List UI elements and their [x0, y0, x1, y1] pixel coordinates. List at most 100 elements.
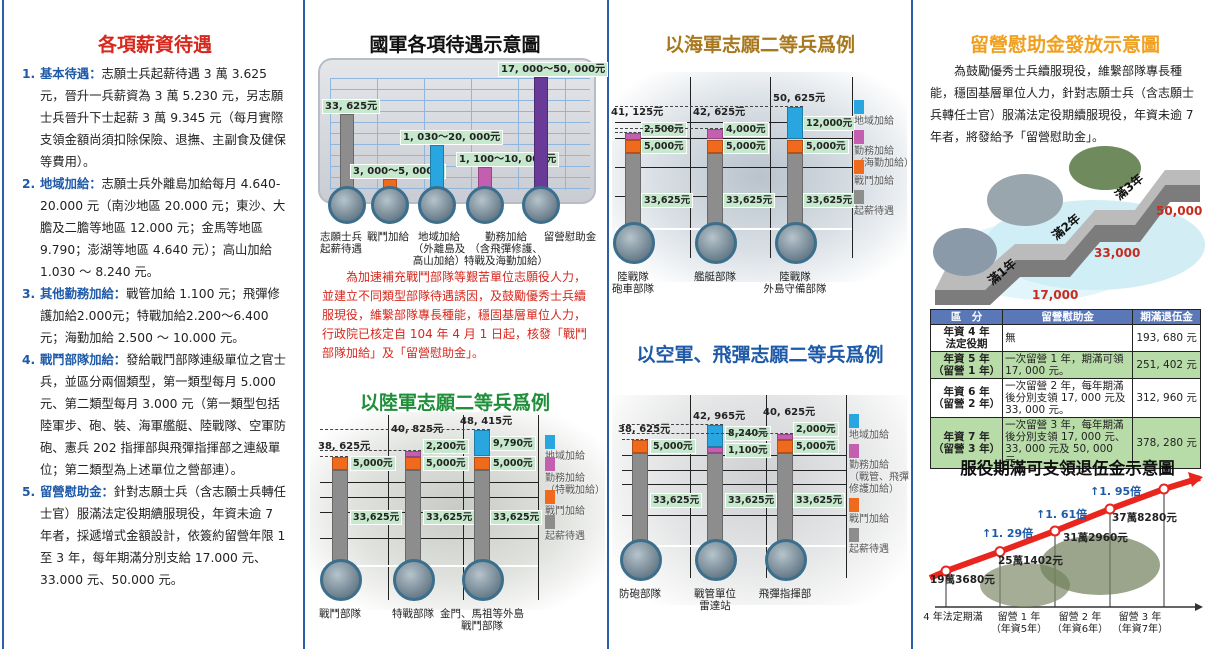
- item-body: 地域加給：志願士兵外離島加給每月 4.640-20.000 元（南沙地區 20.…: [40, 173, 286, 283]
- multiplier-label: ↑1. 29倍: [982, 527, 1034, 540]
- total-dashed-line: [615, 106, 803, 108]
- legend-label: 起薪待遇: [849, 544, 889, 555]
- grid-line: [377, 78, 378, 190]
- table-cell: 一次留營 3 年，每年期滿後分別支領 17, 000 元、33, 000 元及 …: [1002, 417, 1134, 469]
- legend-swatch-combat: [854, 160, 864, 174]
- item-heading: 其他勤務加給：: [40, 287, 127, 301]
- item-heading: 留營慰助金：: [40, 485, 114, 499]
- legend-swatch-combat: [849, 498, 859, 512]
- multiplier-label: ↑1. 61倍: [1036, 508, 1088, 521]
- item-text: 針對志願士兵（含志願士兵轉任士官）服滿法定役期續服現役，年資未逾 7 年者，採遞…: [40, 485, 286, 587]
- salary-item: 3.其他勤務加給：戰管加給 1.100 元；飛彈修護加給2.000元；特戰加給2…: [22, 283, 286, 349]
- data-point: [1104, 503, 1116, 515]
- salary-item: 2. 地域加給：志願士兵外離島加給每月 4.640-20.000 元（南沙地區 2…: [22, 173, 286, 283]
- salary-item: 5.留營慰助金：針對志願士兵（含志願士兵轉任士官）服滿法定役期續服現役，年資未逾…: [22, 481, 286, 591]
- legend-label: 地域加給: [849, 430, 889, 441]
- segment-value-label: 2,000元: [793, 422, 839, 438]
- legend-label: 戰鬥加給: [854, 176, 894, 187]
- bar-value-label: 3, 000～5, 000元: [350, 163, 447, 179]
- divider: [911, 0, 913, 649]
- legend-label: 地域加給: [854, 116, 894, 127]
- data-value-label: 37萬8280元: [1112, 512, 1177, 524]
- grid-line: [330, 188, 590, 189]
- legend-label: 起薪待遇: [854, 206, 894, 217]
- data-value-label: 19萬3680元: [930, 574, 995, 586]
- legend-swatch-base: [849, 528, 859, 542]
- item-number: 2.: [22, 177, 36, 191]
- grid-line: [320, 497, 538, 498]
- total-label: 41, 125元: [611, 107, 664, 119]
- total-label: 38, 625元: [318, 441, 371, 453]
- category-label: 志願士兵 起薪待遇: [320, 231, 362, 255]
- unit-label: 陸戰隊 砲車部隊: [612, 271, 654, 295]
- bar-segment-duty: [707, 447, 723, 453]
- item-number: 1.: [22, 67, 36, 81]
- soldiers-photo: [1040, 535, 1160, 595]
- total-label: 42, 965元: [693, 410, 746, 422]
- segment-value-label: 1,100元: [725, 443, 771, 458]
- grid-line: [330, 177, 590, 178]
- total-dashed-line: [622, 432, 793, 434]
- segment-value-label: 5,000元: [423, 456, 469, 472]
- grid-line: [615, 167, 852, 168]
- salary-title: 各項薪資待遇: [97, 34, 212, 56]
- grid-line: [330, 78, 590, 79]
- legend-swatch-region: [854, 100, 864, 114]
- item-heading: 基本待遇：: [40, 67, 102, 81]
- segment-value-label: 5,000元: [803, 139, 849, 155]
- item-body: 留營慰助金：針對志願士兵（含志願士兵轉任士官）服滿法定役期續服現役，年資未逾 7…: [40, 481, 286, 591]
- grid-line: [622, 470, 846, 471]
- bar-segment-region: [707, 424, 723, 447]
- legend-label: 勤務加給 （戰管、飛彈 修護加給）: [849, 460, 909, 495]
- unit-photo-icon: [620, 539, 662, 581]
- grid-line: [622, 484, 846, 485]
- item-body: 基本待遇：志願士兵起薪待遇 3 萬 3.625 元，晉升一兵薪資為 3 萬 5.…: [40, 63, 286, 173]
- unit-label: 飛彈指揮部: [758, 588, 812, 600]
- table-cell: 年資 4 年 法定役期: [929, 324, 1004, 352]
- segment-value-label: 5,000元: [650, 439, 696, 455]
- legend-swatch-combat: [545, 490, 555, 504]
- table-row: 年資 5 年 （留營 1 年）一次留營 1 年，期滿可領 17, 000 元。2…: [929, 351, 1202, 379]
- data-point: [1049, 525, 1061, 537]
- legend-swatch-duty: [849, 444, 859, 458]
- table-row: 年資 7 年 （留營 3 年）一次留營 3 年，每年期滿後分別支領 17, 00…: [929, 417, 1202, 469]
- legend-label: 勤務加給 （特戰加給）: [545, 473, 605, 496]
- table-cell: 年資 5 年 （留營 1 年）: [929, 351, 1004, 379]
- unit-label: 戰管單位 雷達站: [694, 588, 736, 612]
- segment-value-label: 2,500元: [641, 122, 687, 138]
- category-photo-icon: [371, 186, 409, 224]
- total-dashed-line: [622, 423, 723, 425]
- table-header: 期滿退伍金: [1132, 309, 1202, 325]
- grid-line: [538, 415, 539, 600]
- unit-photo-icon: [613, 222, 655, 264]
- bar-value-label: 17, 000～50, 000元: [498, 62, 609, 77]
- bar-segment-duty: [777, 433, 793, 440]
- unit-photo-icon: [765, 539, 807, 581]
- grid-line: [846, 395, 847, 578]
- total-dashed-line: [320, 455, 348, 457]
- table-cell: 無: [1002, 324, 1134, 352]
- legend-label: 地域加給: [545, 451, 585, 462]
- table-cell: 251, 402 元: [1132, 351, 1202, 379]
- retention-stairs-illustration: [933, 146, 1205, 305]
- bar-segment-region: [787, 107, 803, 140]
- divider: [303, 0, 305, 649]
- overview-title: 國軍各項待遇示意圖: [369, 34, 541, 56]
- data-point: [940, 565, 952, 577]
- grid-line: [330, 78, 331, 190]
- unit-label: 特戰部隊: [392, 608, 434, 620]
- table-cell: 年資 7 年 （留營 3 年）: [929, 417, 1004, 469]
- unit-photo-icon: [462, 559, 504, 601]
- grid-line: [770, 77, 771, 258]
- item-number: 4.: [22, 353, 36, 367]
- grid-line: [622, 515, 846, 516]
- unit-label: 金門、馬祖等外島 戰鬥部隊: [440, 608, 524, 632]
- segment-value-label: 2,200元: [423, 439, 469, 455]
- segment-value-label: 33,625元: [723, 193, 776, 208]
- item-heading: 地域加給：: [40, 177, 102, 191]
- table-cell: 一次留營 1 年，期滿可領 17, 000 元。: [1002, 351, 1134, 379]
- bar-segment-combat: [787, 139, 803, 153]
- bar-segment-combat: [707, 139, 723, 153]
- total-dashed-line: [622, 438, 648, 440]
